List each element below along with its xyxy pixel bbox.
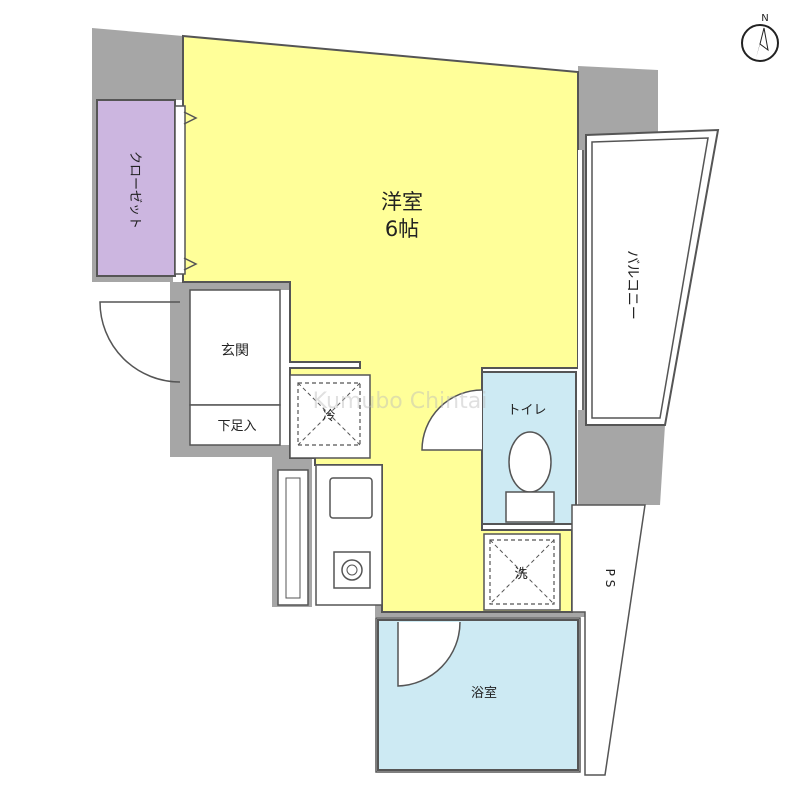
bathroom-label: 浴室 bbox=[471, 685, 497, 701]
western-room-floor bbox=[182, 34, 579, 613]
shoe-box bbox=[189, 404, 281, 446]
watermark: Kumubo Chintai bbox=[313, 389, 488, 414]
balcony: バルコニー bbox=[578, 128, 720, 426]
western-room: 洋室 6帖 bbox=[182, 34, 579, 613]
sink bbox=[329, 477, 373, 519]
entrance: 玄関 下足入 bbox=[99, 289, 281, 446]
shoe-box-label: 下足入 bbox=[217, 419, 256, 434]
toilet-door bbox=[421, 389, 483, 451]
north-label: N bbox=[761, 13, 768, 24]
entrance-label: 玄関 bbox=[221, 342, 249, 359]
washer-label: 洗 bbox=[514, 567, 527, 582]
compass-icon: N bbox=[741, 13, 779, 62]
room-name-western: 洋室 bbox=[381, 190, 423, 214]
fridge-label: 冷 bbox=[322, 409, 335, 424]
toilet-room: トイレ bbox=[421, 371, 577, 525]
bathroom-door bbox=[397, 621, 461, 687]
closet-floor bbox=[96, 99, 176, 277]
bathroom: 浴室 bbox=[375, 617, 581, 773]
washer-space: 洗 bbox=[483, 533, 561, 611]
balcony-label: バルコニー bbox=[624, 250, 640, 320]
bathroom-floor bbox=[377, 619, 579, 771]
fridge-space: 冷 bbox=[289, 374, 371, 459]
toilet-tank bbox=[505, 491, 555, 523]
ps-shaft: P S bbox=[571, 504, 646, 776]
kitchen bbox=[277, 464, 383, 606]
balcony-floor bbox=[585, 128, 720, 426]
room-size-western: 6帖 bbox=[385, 217, 419, 241]
closet-label: クローゼット bbox=[127, 151, 142, 229]
toilet-bowl bbox=[508, 431, 552, 493]
ps-label: P S bbox=[603, 569, 617, 588]
toilet-label: トイレ bbox=[507, 403, 546, 418]
stove bbox=[333, 551, 371, 589]
kitchen-counter bbox=[315, 464, 383, 606]
front-door bbox=[99, 301, 181, 383]
closet: クローゼット bbox=[96, 99, 198, 277]
